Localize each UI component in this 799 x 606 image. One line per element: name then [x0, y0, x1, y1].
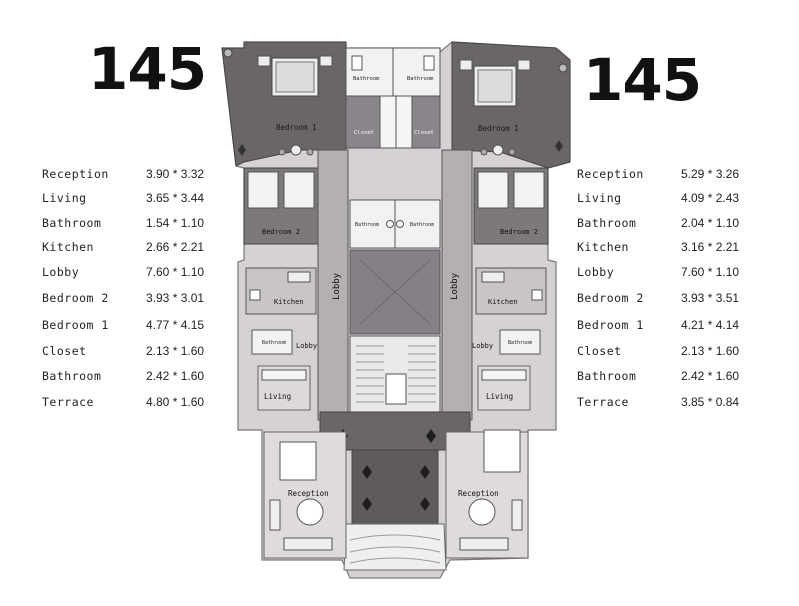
plan-label-kitchen-right: Kitchen	[488, 298, 518, 306]
plan-label-reception-right: Reception	[458, 489, 499, 498]
room-dims: 3.93 * 3.51	[681, 291, 740, 305]
plan-label-lobby-right: Lobby	[450, 272, 460, 300]
room-name: Living	[577, 191, 622, 205]
room-dims: 4.77 * 4.15	[146, 318, 205, 332]
lobby-corridors: Lobby Lobby	[317, 149, 473, 421]
living-left-room: Living	[257, 365, 311, 411]
bedroom1-right-room: Bedroom 1	[451, 41, 571, 169]
room-dims: 4.80 * 1.60	[146, 395, 205, 409]
unit-area-right: 145	[583, 46, 702, 114]
plan-label-bedroom1-right: Bedroom 1	[478, 124, 519, 133]
plan-label-bedroom2-left: Bedroom 2	[262, 228, 300, 236]
living-right-room: Living	[477, 365, 531, 411]
room-dims: 2.13 * 1.60	[681, 344, 740, 358]
reception-left-room: Reception	[263, 431, 347, 559]
room-dims: 3.93 * 3.01	[146, 291, 205, 305]
plan-label-bathroom-tr: Bathroom	[407, 76, 434, 82]
plan-label-closet-right: Closet	[414, 130, 434, 136]
plan-label-living-right: Living	[486, 392, 513, 401]
plan-label-kitchen-left: Kitchen	[274, 298, 304, 306]
room-dims: 2.42 * 1.60	[681, 369, 740, 383]
room-name: Bathroom	[42, 216, 102, 230]
room-name: Bedroom 1	[42, 318, 109, 332]
room-dims: 3.65 * 3.44	[146, 191, 205, 205]
plan-label-lobby-left: Lobby	[332, 272, 342, 300]
plan-label-bedroom2-right: Bedroom 2	[500, 228, 538, 236]
room-dims: 3.16 * 2.21	[681, 240, 740, 254]
room-list-left: Reception 3.90 * 3.32 Living 3.65 * 3.44 B…	[42, 167, 242, 417]
room-name: Closet	[577, 344, 622, 358]
room-dims: 1.54 * 1.10	[146, 216, 205, 230]
entrance-terrace	[319, 411, 471, 571]
room-name: Bedroom 2	[42, 291, 109, 305]
room-name: Terrace	[42, 395, 94, 409]
room-name: Terrace	[577, 395, 629, 409]
plan-label-lobby-small-left: Lobby	[296, 342, 317, 350]
room-name: Reception	[577, 167, 644, 181]
bedroom2-right-room: Bedroom 2	[473, 167, 549, 245]
room-name: Bathroom	[577, 216, 637, 230]
room-dims: 2.13 * 1.60	[146, 344, 205, 358]
kitchen-right-room: Kitchen	[475, 267, 547, 315]
reception-right-room: Reception	[445, 429, 529, 559]
room-dims: 2.42 * 1.60	[146, 369, 205, 383]
terrace-plants	[223, 48, 568, 156]
plan-label-bedroom1-left: Bedroom 1	[276, 123, 317, 132]
room-name: Closet	[42, 344, 87, 358]
room-dims: 3.90 * 3.32	[146, 167, 205, 181]
room-name: Living	[42, 191, 87, 205]
plan-label-lobby-small-right: Lobby	[472, 342, 493, 350]
room-dims: 7.60 * 1.10	[681, 265, 740, 279]
room-dims: 3.85 * 0.84	[681, 395, 740, 409]
plan-label-bathroom-sr: Bathroom	[508, 340, 532, 346]
bedroom2-left-room: Bedroom 2	[243, 167, 319, 245]
room-dims: 2.66 * 2.21	[146, 240, 205, 254]
room-name: Bedroom 1	[577, 318, 644, 332]
room-name: Bathroom	[42, 369, 102, 383]
room-dims: 2.04 * 1.10	[681, 216, 740, 230]
room-dims: 7.60 * 1.10	[146, 265, 205, 279]
stair-core	[349, 249, 441, 421]
service-block-right: Bathroom Lobby	[472, 329, 541, 355]
room-name: Lobby	[577, 265, 615, 279]
plan-label-bathroom-sl: Bathroom	[262, 340, 286, 346]
plan-label-closet-left: Closet	[354, 130, 374, 136]
room-name: Bedroom 2	[577, 291, 644, 305]
room-name: Reception	[42, 167, 109, 181]
plan-label-bathroom-tl: Bathroom	[353, 76, 380, 82]
room-list-right: Reception 5.29 * 3.26 Living 4.09 * 2.43 B…	[577, 167, 777, 417]
bathroom-middle-block: Bathroom Bathroom	[349, 199, 441, 249]
bedroom1-left-room: Bedroom 1	[221, 41, 347, 167]
plan-label-reception-left: Reception	[288, 489, 329, 498]
plan-label-bathroom-mr: Bathroom	[410, 222, 434, 228]
plan-label-bathroom-ml: Bathroom	[355, 222, 379, 228]
room-dims: 5.29 * 3.26	[681, 167, 740, 181]
room-name: Kitchen	[42, 240, 94, 254]
plan-label-living-left: Living	[264, 392, 291, 401]
room-dims: 4.21 * 4.14	[681, 318, 740, 332]
service-block-left: Bathroom Lobby	[251, 329, 317, 355]
room-name: Kitchen	[577, 240, 629, 254]
kitchen-left-room: Kitchen	[245, 267, 317, 315]
unit-area-left: 145	[88, 35, 207, 103]
bathroom-top-block: Bathroom Bathroom Closet Closet	[345, 47, 441, 149]
room-name: Bathroom	[577, 369, 637, 383]
room-name: Lobby	[42, 265, 80, 279]
room-dims: 4.09 * 2.43	[681, 191, 740, 205]
